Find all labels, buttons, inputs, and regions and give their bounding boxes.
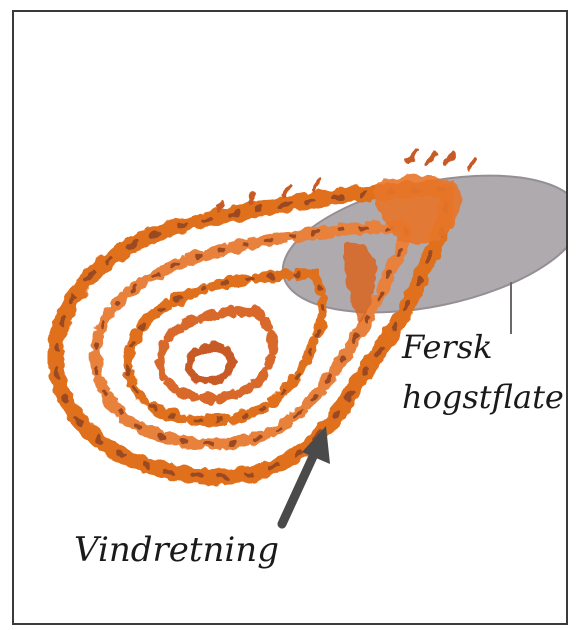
clearcut-label-line2: hogstflate: [402, 378, 564, 416]
windthrow-rings: [56, 190, 446, 477]
diagram-frame: Fersk hogstflate Vindretning: [12, 10, 568, 625]
ring-4: [161, 312, 273, 399]
clearcut-label-line1: Fersk: [402, 328, 493, 366]
ring-core: [188, 347, 231, 381]
wind-direction-label: Vindretning: [74, 530, 279, 570]
